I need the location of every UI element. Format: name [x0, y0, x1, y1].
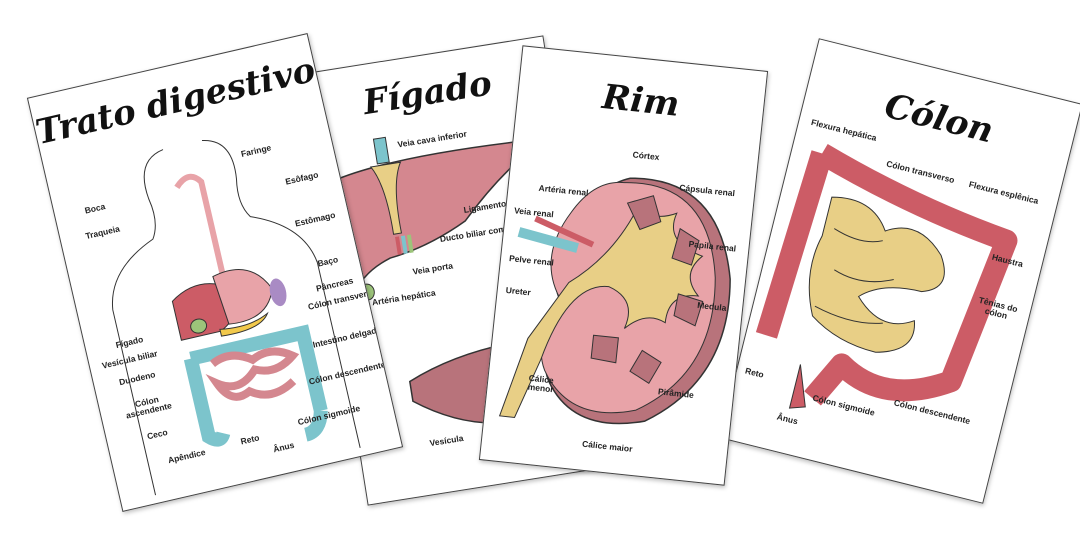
card-colon: Cólon Flexura hepática Cólon transverso … — [719, 38, 1080, 504]
digestive-illustration — [111, 140, 361, 496]
kidney-illustration — [498, 177, 731, 425]
card-digestive-tract: Trato digestivo Faringe Boca Traqueia Es… — [26, 33, 404, 512]
card-kidney: Rim Córtex Cápsula renal Artéria renal V… — [478, 45, 769, 486]
label-calice-menor: Cálice menor — [527, 372, 555, 395]
colon-illustration — [755, 143, 1018, 409]
